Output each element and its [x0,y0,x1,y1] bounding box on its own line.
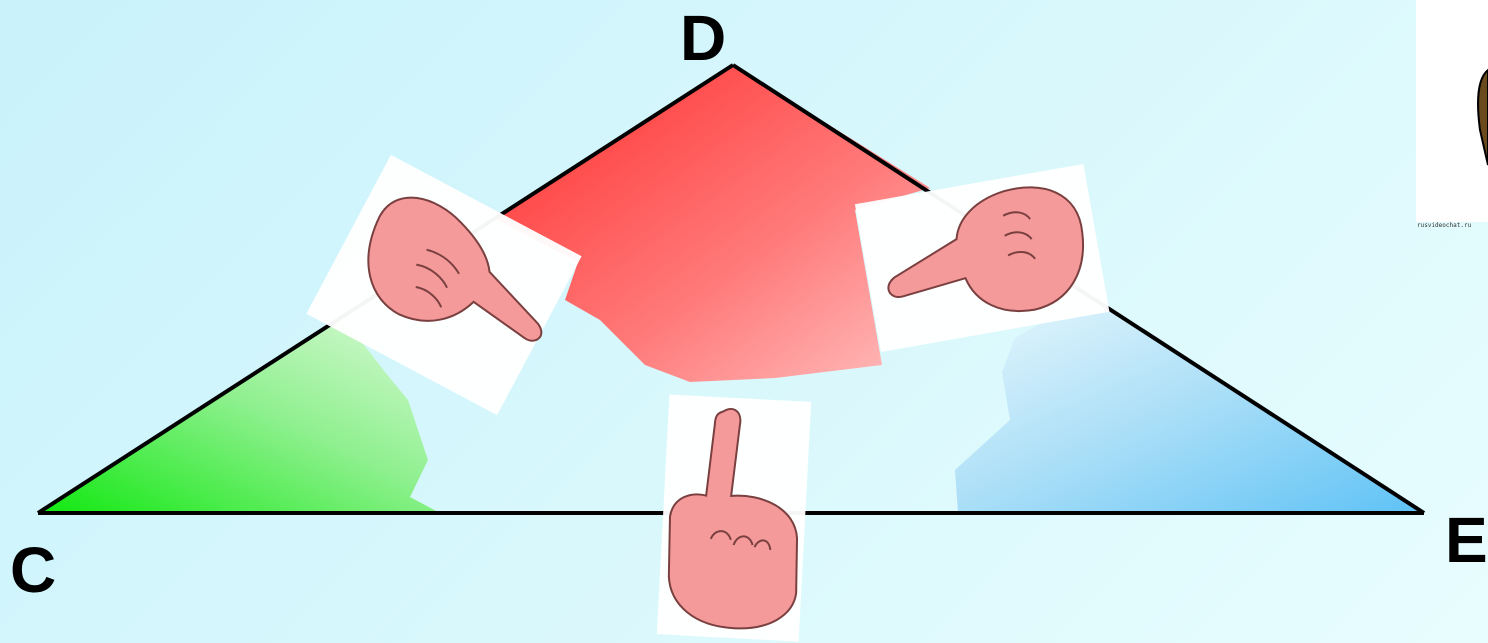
angle-c-region [38,322,440,513]
angle-d-region [493,65,930,382]
vertex-label-d: D [680,2,727,74]
hand-pointing-left-icon [887,186,1085,312]
angle-e-region [955,303,1424,513]
hand-pointing-right-card [306,154,582,416]
corner-photo [1416,0,1488,222]
hand-pointing-right-icon [367,196,543,342]
hand-pointing-up-card [656,394,812,642]
hand-pointing-up-icon [667,408,799,630]
watermark-text: rusvideochat.ru [1417,222,1472,229]
vertex-label-c: C [10,534,57,606]
vertex-label-e: E [1445,504,1488,576]
hand-pointing-left-card [854,163,1110,352]
corner-photo-figure [1477,68,1488,166]
